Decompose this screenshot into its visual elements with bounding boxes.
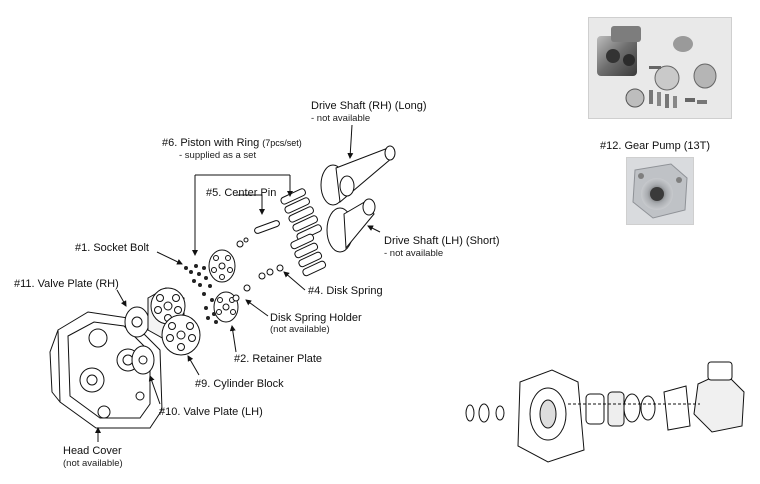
label-drive-shaft-rh-note: - not available [311,113,371,124]
gear-pump-photo [626,157,694,225]
piston-set-upper [280,188,322,241]
retainer-plate-lower [213,291,239,323]
disk-springs [232,264,284,302]
label-retainer-plate: #2. Retainer Plate [234,353,323,365]
label-piston-with-ring: #6. Piston with Ring (7pcs/set) [162,137,302,149]
label-drive-shaft-lh: Drive Shaft (LH) (Short) [384,235,500,247]
gear-pump-illustration [632,163,688,219]
label-disk-spring-holder: Disk Spring Holder [270,312,362,324]
label-valve-plate-lh: #10. Valve Plate (LH) [159,406,263,418]
retainer-plate-upper [208,249,236,283]
label-disk-spring-holder-note: (not available) [270,324,330,335]
label-head-cover: Head Cover [63,445,122,457]
label-drive-shaft-rh: Drive Shaft (RH) (Long) [311,100,427,112]
leader-lines [95,124,381,442]
label-valve-plate-rh: #11. Valve Plate (RH) [14,278,119,290]
assembly-sketch [465,361,745,463]
parts-photo-illustration [597,26,717,108]
label-head-cover-note: (not available) [63,458,123,469]
valve-plate-lh-drawing [131,345,155,375]
label-gear-pump: #12. Gear Pump (13T) [600,140,711,152]
cylinder-block-lower [161,314,201,356]
label-socket-bolt: #1. Socket Bolt [75,242,149,254]
socket-bolts [184,264,218,324]
drive-shaft-lh-drawing [326,198,376,253]
label-piston-qty: (7pcs/set) [262,138,302,148]
label-piston-note: - supplied as a set [179,150,257,161]
piston-set-lower [290,233,327,277]
valve-plate-rh-drawing [124,306,150,338]
label-disk-spring: #4. Disk Spring [308,285,383,297]
center-pin-drawing [236,220,280,248]
head-cover-drawing [49,311,163,429]
label-cylinder-block: #9. Cylinder Block [195,378,284,390]
parts-photo [588,17,732,119]
label-center-pin: #5. Center Pin [206,187,277,199]
label-piston-title: #6. Piston with Ring [162,137,260,149]
label-drive-shaft-lh-note: - not available [384,248,444,259]
drive-shaft-rh-drawing [320,145,396,206]
